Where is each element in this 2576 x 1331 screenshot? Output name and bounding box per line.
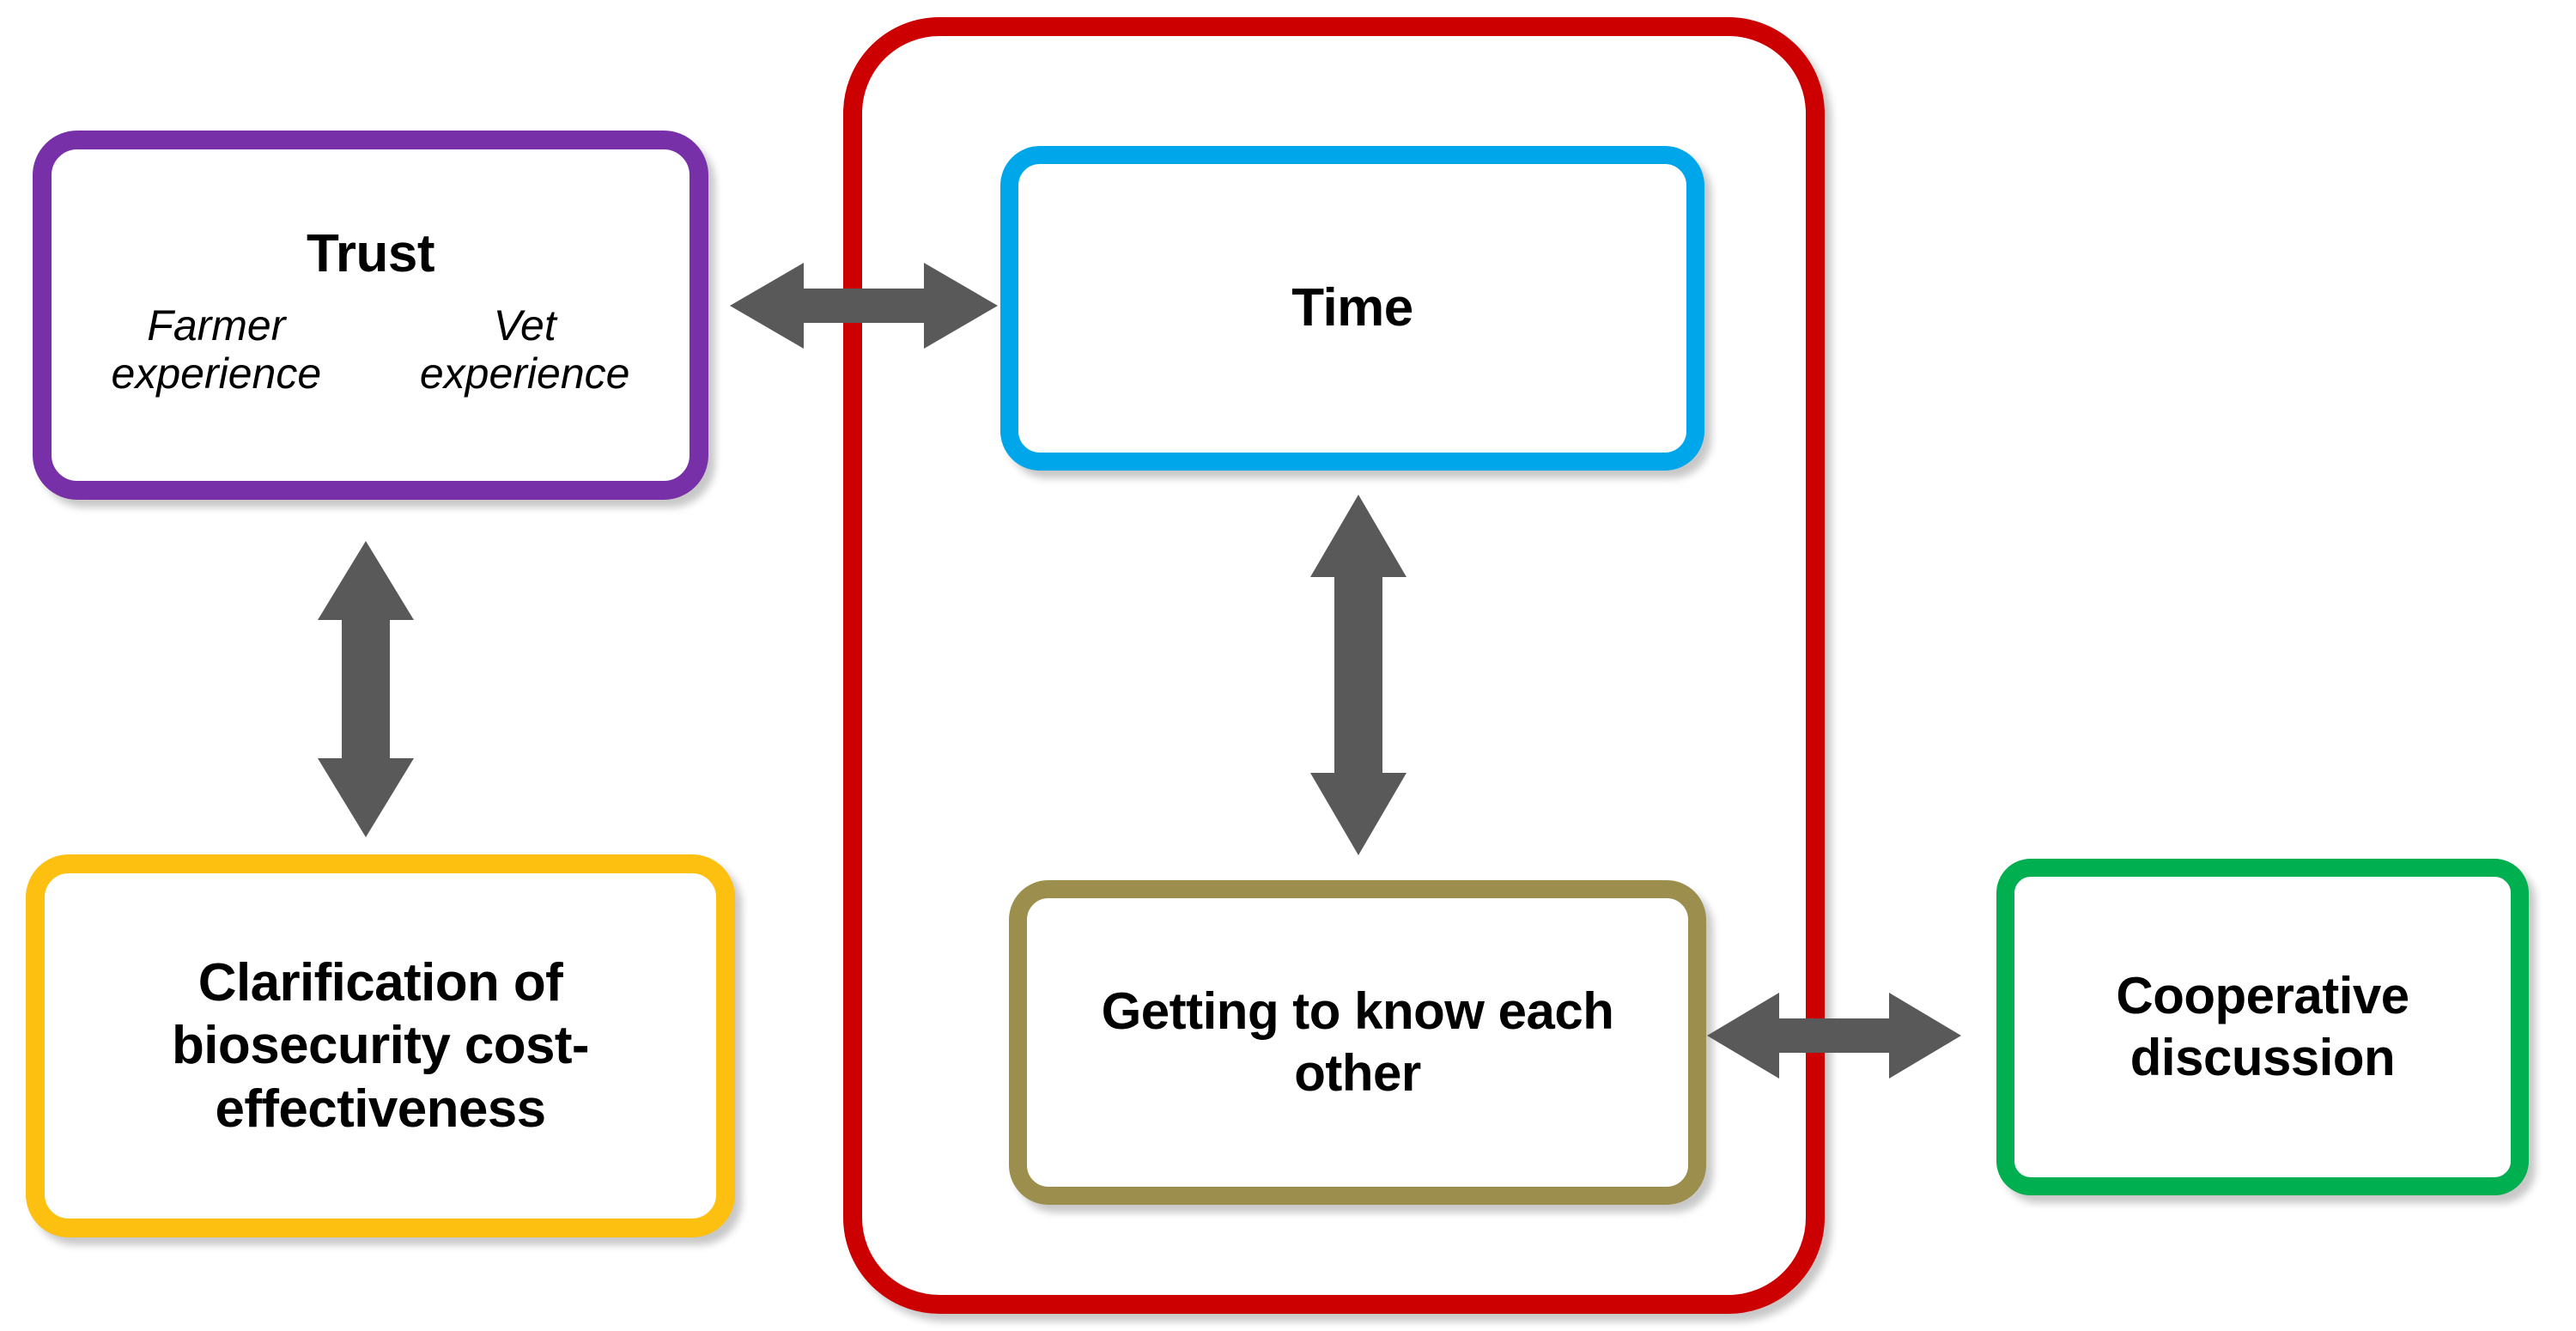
arrow-trust-to-time-icon	[730, 251, 998, 361]
node-clarification-of-biosecurity-cost-effectiveness[interactable]: Clarification of biosecurity cost-effect…	[26, 854, 735, 1237]
node-cooperative-discussion[interactable]: Cooperative discussion	[1996, 859, 2529, 1195]
group-container-red	[843, 17, 1825, 1314]
arrow-time-to-getting-to-know-icon	[1302, 495, 1415, 855]
arrow-trust-to-clarification-icon	[309, 541, 422, 837]
node-time-title: Time	[1291, 277, 1413, 337]
node-getting-to-know-title: Getting to know each other	[1101, 982, 1614, 1102]
node-trust[interactable]: Trust Farmer experience Vet experience	[33, 131, 708, 500]
node-trust-farmer-experience: Farmer experience	[111, 301, 322, 398]
node-cooperative-title: Cooperative discussion	[2116, 967, 2409, 1086]
node-trust-vet-experience: Vet experience	[419, 301, 630, 398]
node-time[interactable]: Time	[1000, 146, 1704, 471]
node-trust-subrow: Farmer experience Vet experience	[67, 301, 674, 398]
node-clarification-title: Clarification of biosecurity cost-effect…	[172, 953, 590, 1139]
node-getting-to-know-each-other[interactable]: Getting to know each other	[1009, 880, 1706, 1205]
arrow-getting-to-know-to-cooperative-icon	[1707, 981, 1961, 1091]
node-trust-title: Trust	[306, 223, 435, 283]
